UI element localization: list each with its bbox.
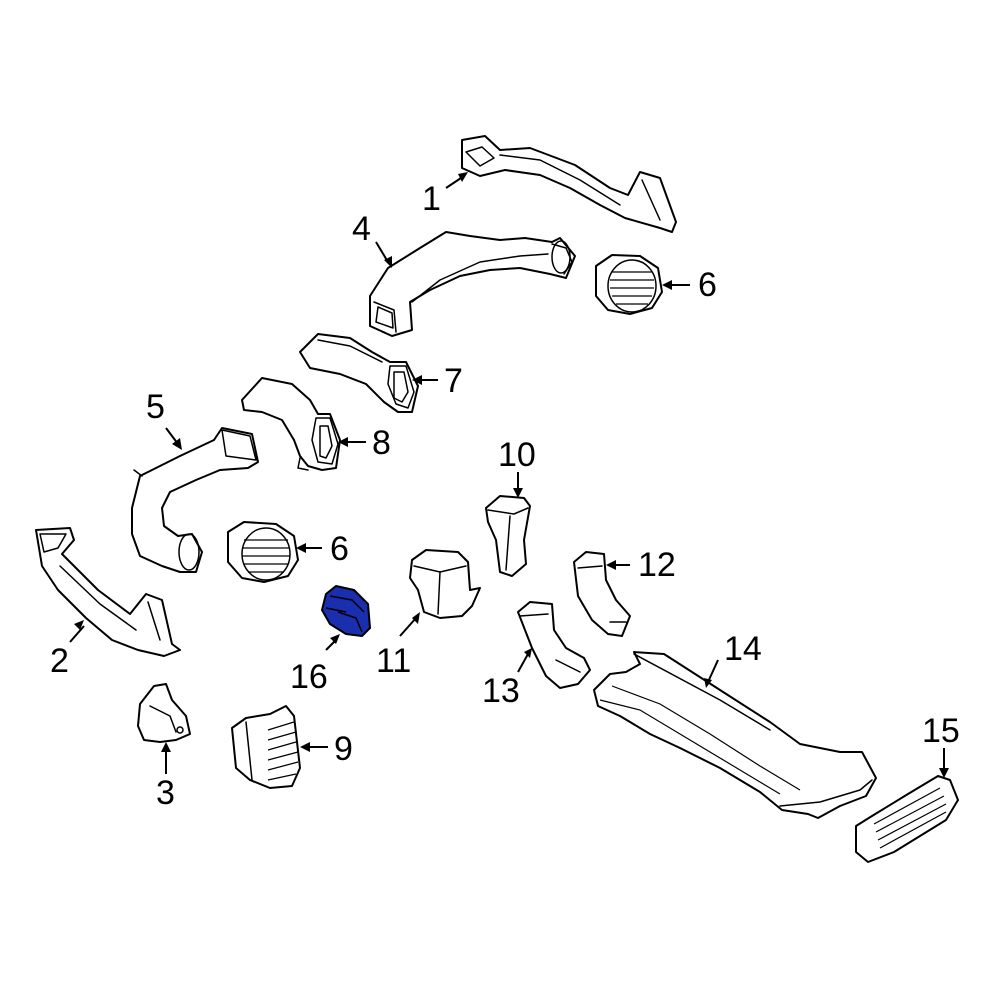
- part-1-upper-duct[interactable]: [461, 135, 677, 233]
- part-12-duct[interactable]: [573, 551, 631, 637]
- leader-lines: [69, 172, 949, 778]
- callout-1: 1: [422, 180, 441, 218]
- callout-11: 11: [376, 642, 411, 680]
- callout-labels: 1 2 3 4 5 6 6 7 8 9 10 11 12 13 14 15 16: [50, 180, 960, 812]
- callout-4: 4: [352, 210, 371, 248]
- callout-6-upper: 6: [698, 266, 717, 304]
- part-4-duct[interactable]: [369, 231, 576, 337]
- part-11-duct[interactable]: [409, 549, 481, 619]
- part-8-duct[interactable]: [241, 377, 341, 471]
- callout-16: 16: [290, 658, 328, 696]
- callout-6-lower: 6: [330, 530, 349, 568]
- part-6-round-vent-lower[interactable]: [227, 521, 299, 583]
- part-3-bracket[interactable]: [137, 683, 191, 743]
- part-15-vent-grille[interactable]: [855, 775, 959, 863]
- part-9-vent[interactable]: [231, 705, 301, 789]
- callout-10: 10: [498, 436, 536, 474]
- callout-7: 7: [444, 362, 463, 400]
- callout-3: 3: [156, 774, 175, 812]
- part-10-duct[interactable]: [485, 495, 531, 577]
- callout-8: 8: [372, 424, 391, 462]
- callout-9: 9: [334, 730, 353, 768]
- callout-2: 2: [50, 642, 69, 680]
- callout-12: 12: [638, 546, 676, 584]
- part-13-duct[interactable]: [517, 601, 591, 689]
- callout-5: 5: [146, 388, 165, 426]
- callout-14: 14: [724, 630, 762, 668]
- part-16-highlighted-component[interactable]: [321, 585, 371, 637]
- part-2-duct[interactable]: [35, 527, 181, 657]
- callout-15: 15: [922, 712, 960, 750]
- part-14-console-duct[interactable]: [593, 651, 877, 819]
- part-6-round-vent-upper[interactable]: [595, 254, 663, 315]
- callout-13: 13: [482, 672, 520, 710]
- part-7-duct[interactable]: [299, 333, 419, 413]
- part-5-duct[interactable]: [131, 427, 259, 573]
